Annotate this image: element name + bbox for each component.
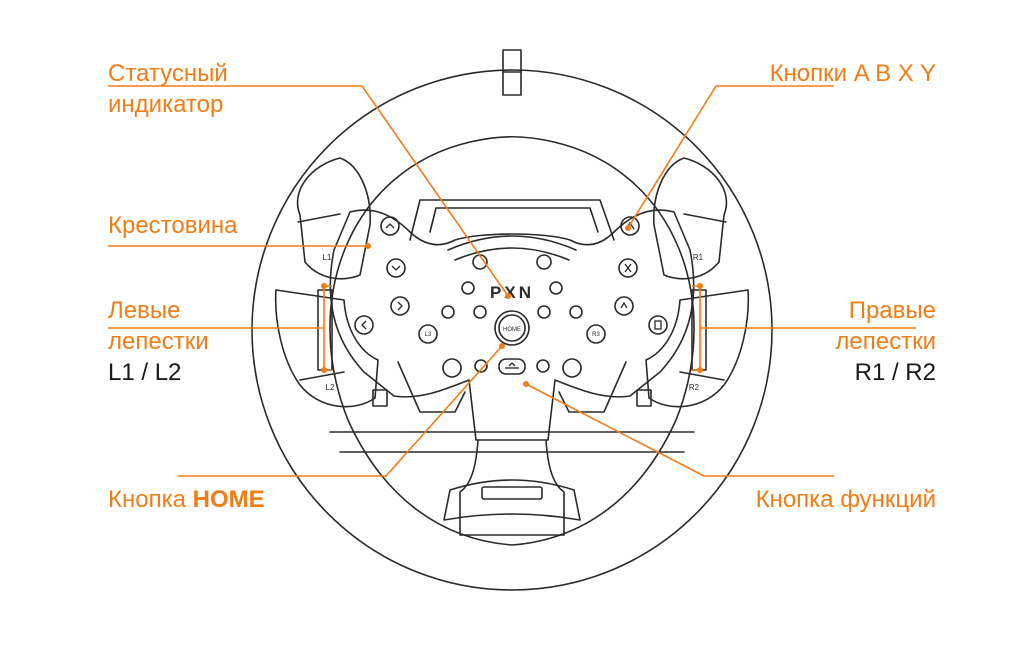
l3-text: L3: [425, 332, 432, 338]
lower-grip: [443, 479, 581, 521]
paddle-l1-text: L1: [323, 253, 332, 262]
paddle-r1-text: R1: [693, 253, 704, 262]
display-housing: [409, 199, 615, 241]
button-left-aux: [442, 358, 462, 378]
label-right-paddles-line1: Правые: [848, 297, 936, 324]
wheel-rim-inner: [329, 135, 695, 546]
leader-home: [178, 345, 503, 477]
leader-abxy: [627, 85, 834, 229]
r3-text: R3: [592, 332, 600, 338]
left-grip-lower: [274, 289, 379, 408]
home-button-ring: [494, 310, 530, 346]
button-dpad-right: [390, 296, 410, 316]
label-left-paddles-line1: Левые: [108, 297, 181, 324]
button-x: [618, 258, 638, 278]
leader-right-paddle-bracket: [692, 285, 701, 371]
label-dpad: Крестовина: [108, 212, 238, 239]
button-l3: [418, 324, 438, 344]
wheel-rim-outer: [251, 69, 773, 591]
label-status-line1: Статусный: [108, 60, 228, 87]
leader-status: [108, 85, 509, 297]
function-button: [498, 358, 526, 375]
label-left-paddles-line2: лепестки: [108, 328, 209, 355]
label-left-paddles-line3: L1 / L2: [108, 359, 182, 386]
right-grip-upper: [653, 157, 728, 280]
button-a: [614, 296, 634, 316]
button-y: [620, 216, 640, 236]
button-dpad-down: [386, 258, 406, 278]
left-grip-upper: [296, 157, 371, 280]
leader-left-paddle-bracket: [323, 285, 332, 371]
home-button-text: HOME: [503, 327, 521, 333]
label-left-paddles: Левые лепестки L1 / L2: [108, 295, 209, 388]
right-paddle-bar: [691, 289, 707, 371]
right-grip-lower: [645, 289, 750, 408]
label-home-button: Кнопка HOME: [108, 484, 265, 515]
paddle-l2-text: L2: [326, 383, 335, 392]
label-status-line2: индикатор: [108, 91, 224, 118]
brand-logo: PXN: [490, 283, 534, 302]
label-right-paddles-line3: R1 / R2: [854, 359, 936, 386]
button-dpad-up: [380, 216, 400, 236]
button-right-aux: [562, 358, 582, 378]
hub-plate: [329, 209, 695, 441]
lower-spoke: [459, 439, 565, 536]
label-abxy: Кнопки A B X Y: [769, 60, 936, 87]
paddle-r2-text: R2: [689, 383, 700, 392]
label-right-paddles-line2: лепестки: [835, 328, 936, 355]
button-b: [648, 315, 668, 335]
button-r3: [586, 324, 606, 344]
label-home-bold: HOME: [192, 486, 265, 513]
leader-function: [525, 383, 834, 477]
label-right-paddles: Правые лепестки R1 / R2: [835, 295, 936, 388]
button-dpad-left: [354, 315, 374, 335]
label-home-prefix: Кнопка: [108, 486, 186, 513]
label-function-button: Кнопка функций: [755, 486, 936, 513]
label-status-indicator: Статусный индикатор: [108, 58, 228, 120]
